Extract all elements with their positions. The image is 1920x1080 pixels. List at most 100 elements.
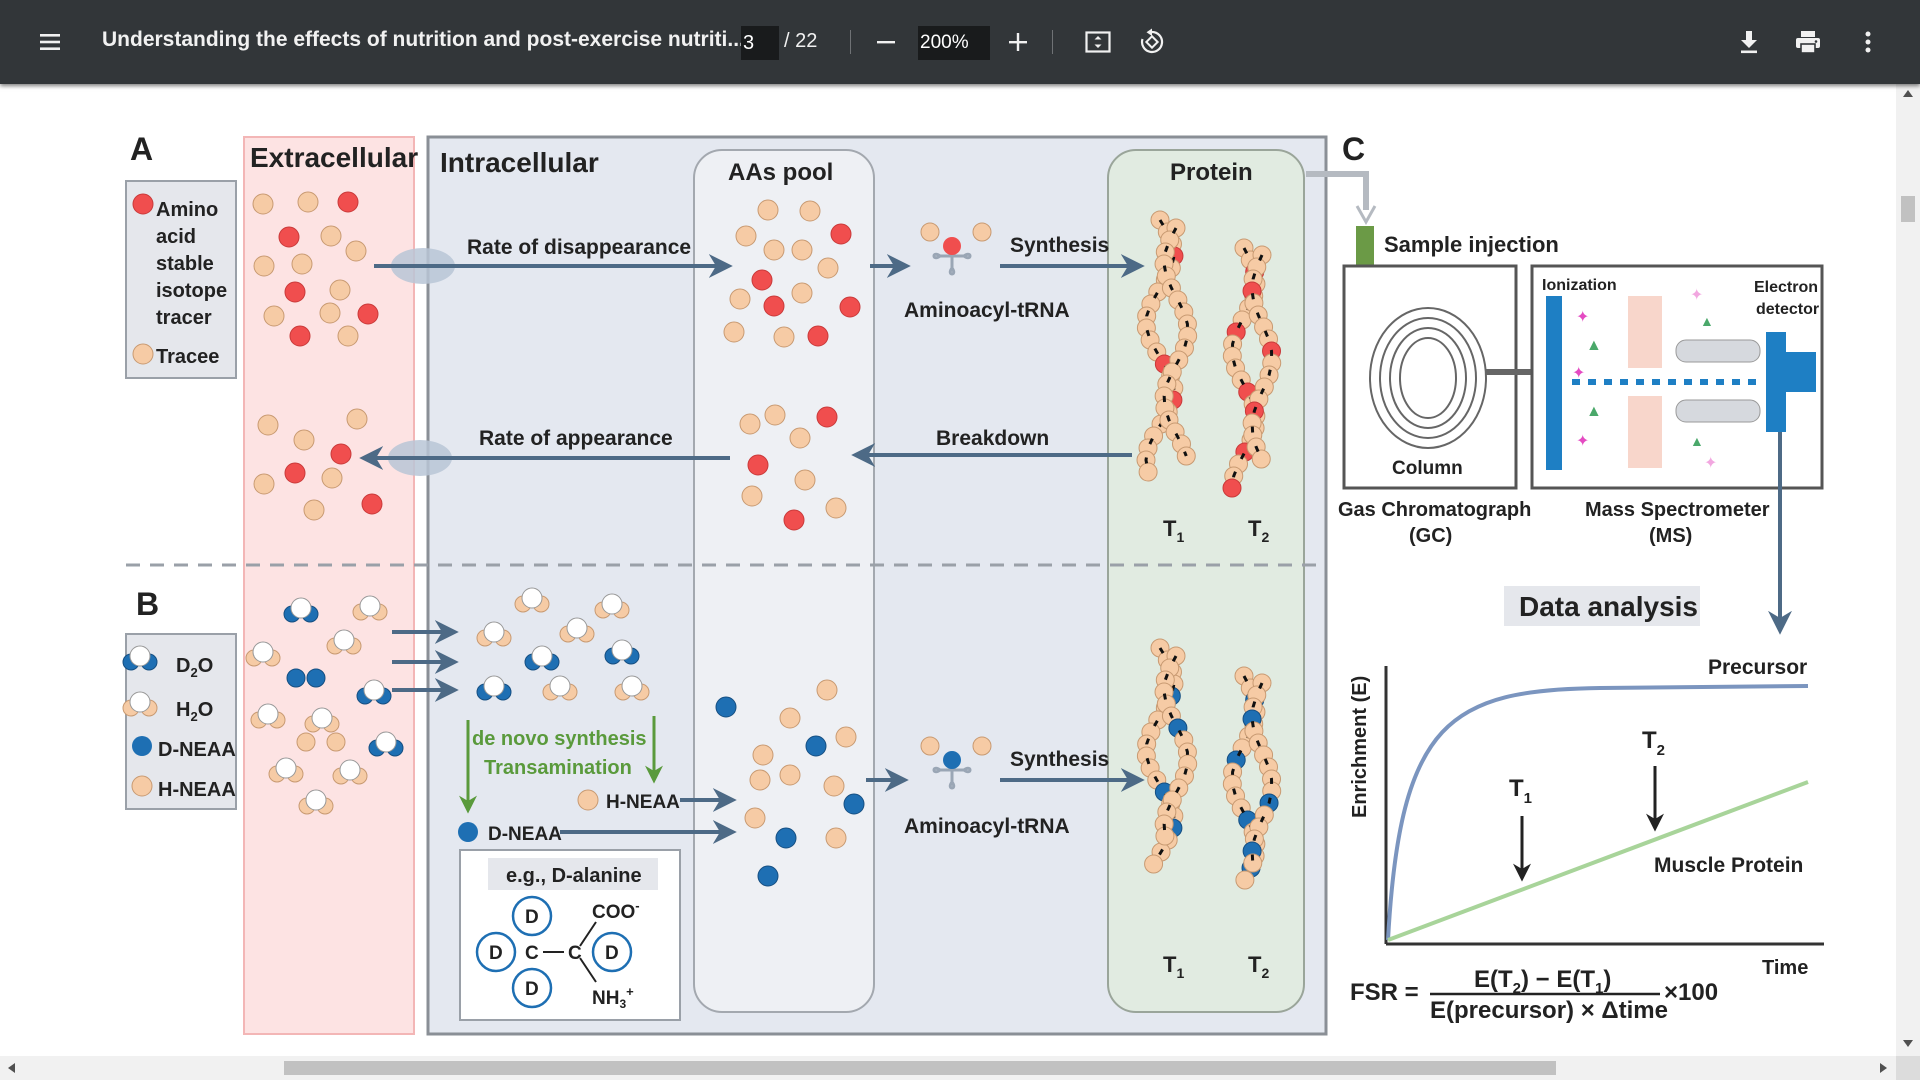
precursor-curve [1386,684,1809,941]
molecule-dot [263,305,285,327]
rotate-icon[interactable] [1130,20,1174,64]
injection-connector [1306,171,1369,210]
x-axis-label: Time [1762,957,1808,979]
gc-box [1342,264,1518,490]
data-analysis-title: Data analysis [1519,591,1698,622]
molecule-dot [293,429,315,451]
molecule-dot [789,427,811,449]
gc-column [1369,307,1487,449]
molecule-dot [735,225,757,247]
hamburger-menu-icon[interactable] [28,20,72,64]
t1-label-a: T1 [1163,516,1184,545]
molecule-dot [284,281,306,303]
molecule-dot [1138,462,1158,482]
d-atom: D [525,979,539,1000]
panel-a-label: A [130,131,153,167]
breakdown-label: Breakdown [936,427,1049,450]
d-neaa-legend-dot [132,736,152,756]
molecule-dot [791,282,813,304]
h2o-molecule [476,621,512,647]
molecule-dot [835,726,857,748]
molecule-dot [751,269,773,291]
molecule-dot [320,225,342,247]
detector-label: detector [1756,301,1819,318]
fit-page-icon[interactable] [1076,20,1120,64]
quadrupole-rod [1675,399,1761,423]
scroll-up-icon[interactable] [1903,90,1913,97]
electron-label: Electron [1754,279,1818,296]
molecule-dot [361,493,383,515]
document-title: Understanding the effects of nutrition a… [102,28,745,51]
molecule-dot [1144,854,1164,874]
aminoacyl-trna-label: Aminoacyl-tRNA [904,299,1070,322]
molecule-dot [1222,478,1242,498]
molecule-dot [284,462,306,484]
t2-graph-label: T2 [1642,727,1665,759]
molecule-dot [763,239,785,261]
gc-abbrev: (GC) [1409,525,1452,547]
d2o-molecule [476,675,512,701]
ms-abbrev: (MS) [1649,525,1692,547]
molecule-dot [297,191,319,213]
pdf-page-viewport[interactable]: A B C Extracellular Intracellular AAs po… [0,84,1896,1056]
legend-a-line: acid [156,226,196,248]
fsr-multiplier: ×100 [1664,979,1718,1006]
molecule-dot [337,325,359,347]
zoom-level-input[interactable] [918,26,990,60]
aas-pool-label: AAs pool [728,159,833,186]
muscle-protein-line [1387,780,1809,942]
aas-pool-region [693,149,875,1013]
page-number-input[interactable] [741,26,779,60]
ion-particles: ✦ ▲ ✦ ▲ ✦ ✦ ▲ ▲ ✦ [1572,287,1717,472]
svg-text:▲: ▲ [1690,433,1704,449]
ms-label: Mass Spectrometer [1585,499,1770,521]
synthesis-label: Synthesis [1010,234,1109,257]
h2o-molecule [298,789,334,815]
h2o-molecule [304,707,340,733]
h2o-molecule [250,703,286,729]
molecule-dot [817,257,839,279]
vertical-scrollbar[interactable] [1896,84,1920,1056]
svg-text:✦: ✦ [1704,455,1717,472]
t2-label-b: T2 [1248,952,1269,981]
more-options-icon[interactable] [1846,20,1890,64]
rate-disappearance-label: Rate of disappearance [467,236,691,259]
zoom-in-icon[interactable] [996,20,1040,64]
panel-b-label: B [136,586,159,622]
molecule-dot [321,467,343,489]
legend-a-line: Amino [156,199,218,221]
rate-appearance-label: Rate of appearance [479,427,673,450]
zoom-out-icon[interactable] [864,20,908,64]
download-icon[interactable] [1727,20,1771,64]
scroll-down-icon[interactable] [1903,1040,1913,1047]
svg-text:✦: ✦ [1572,365,1585,382]
molecule-dot [346,408,368,430]
protein-label: Protein [1170,159,1253,186]
molecule-dot [791,239,813,261]
column-label: Column [1392,458,1463,479]
print-icon[interactable] [1786,20,1830,64]
d2o-molecule [283,597,319,623]
molecule-dot [741,485,763,507]
pdf-toolbar: Understanding the effects of nutrition a… [0,0,1920,84]
intracellular-label: Intracellular [440,147,599,178]
molecule-dot [278,226,300,248]
h2o-molecule [559,617,595,643]
molecule-dot [773,326,795,348]
svg-text:✦: ✦ [1690,287,1703,304]
molecule-dot [296,732,316,752]
legend-h2o: H2O [176,699,213,724]
ionization-label: Ionization [1542,277,1617,294]
quadrupole-rod [1675,339,1761,363]
aminoacyl-trna-label-b: Aminoacyl-tRNA [904,815,1070,838]
scroll-left-icon[interactable] [8,1063,15,1073]
horizontal-scroll-thumb[interactable] [284,1061,1556,1075]
d2o-molecule [368,731,404,757]
vertical-scroll-thumb[interactable] [1901,196,1915,222]
molecule-dot [747,454,769,476]
fsr-label: FSR = [1350,979,1419,1006]
scroll-right-icon[interactable] [1880,1063,1887,1073]
protein-region [1107,149,1305,1013]
molecule-dot [839,296,861,318]
svg-text:▲: ▲ [1586,403,1602,420]
